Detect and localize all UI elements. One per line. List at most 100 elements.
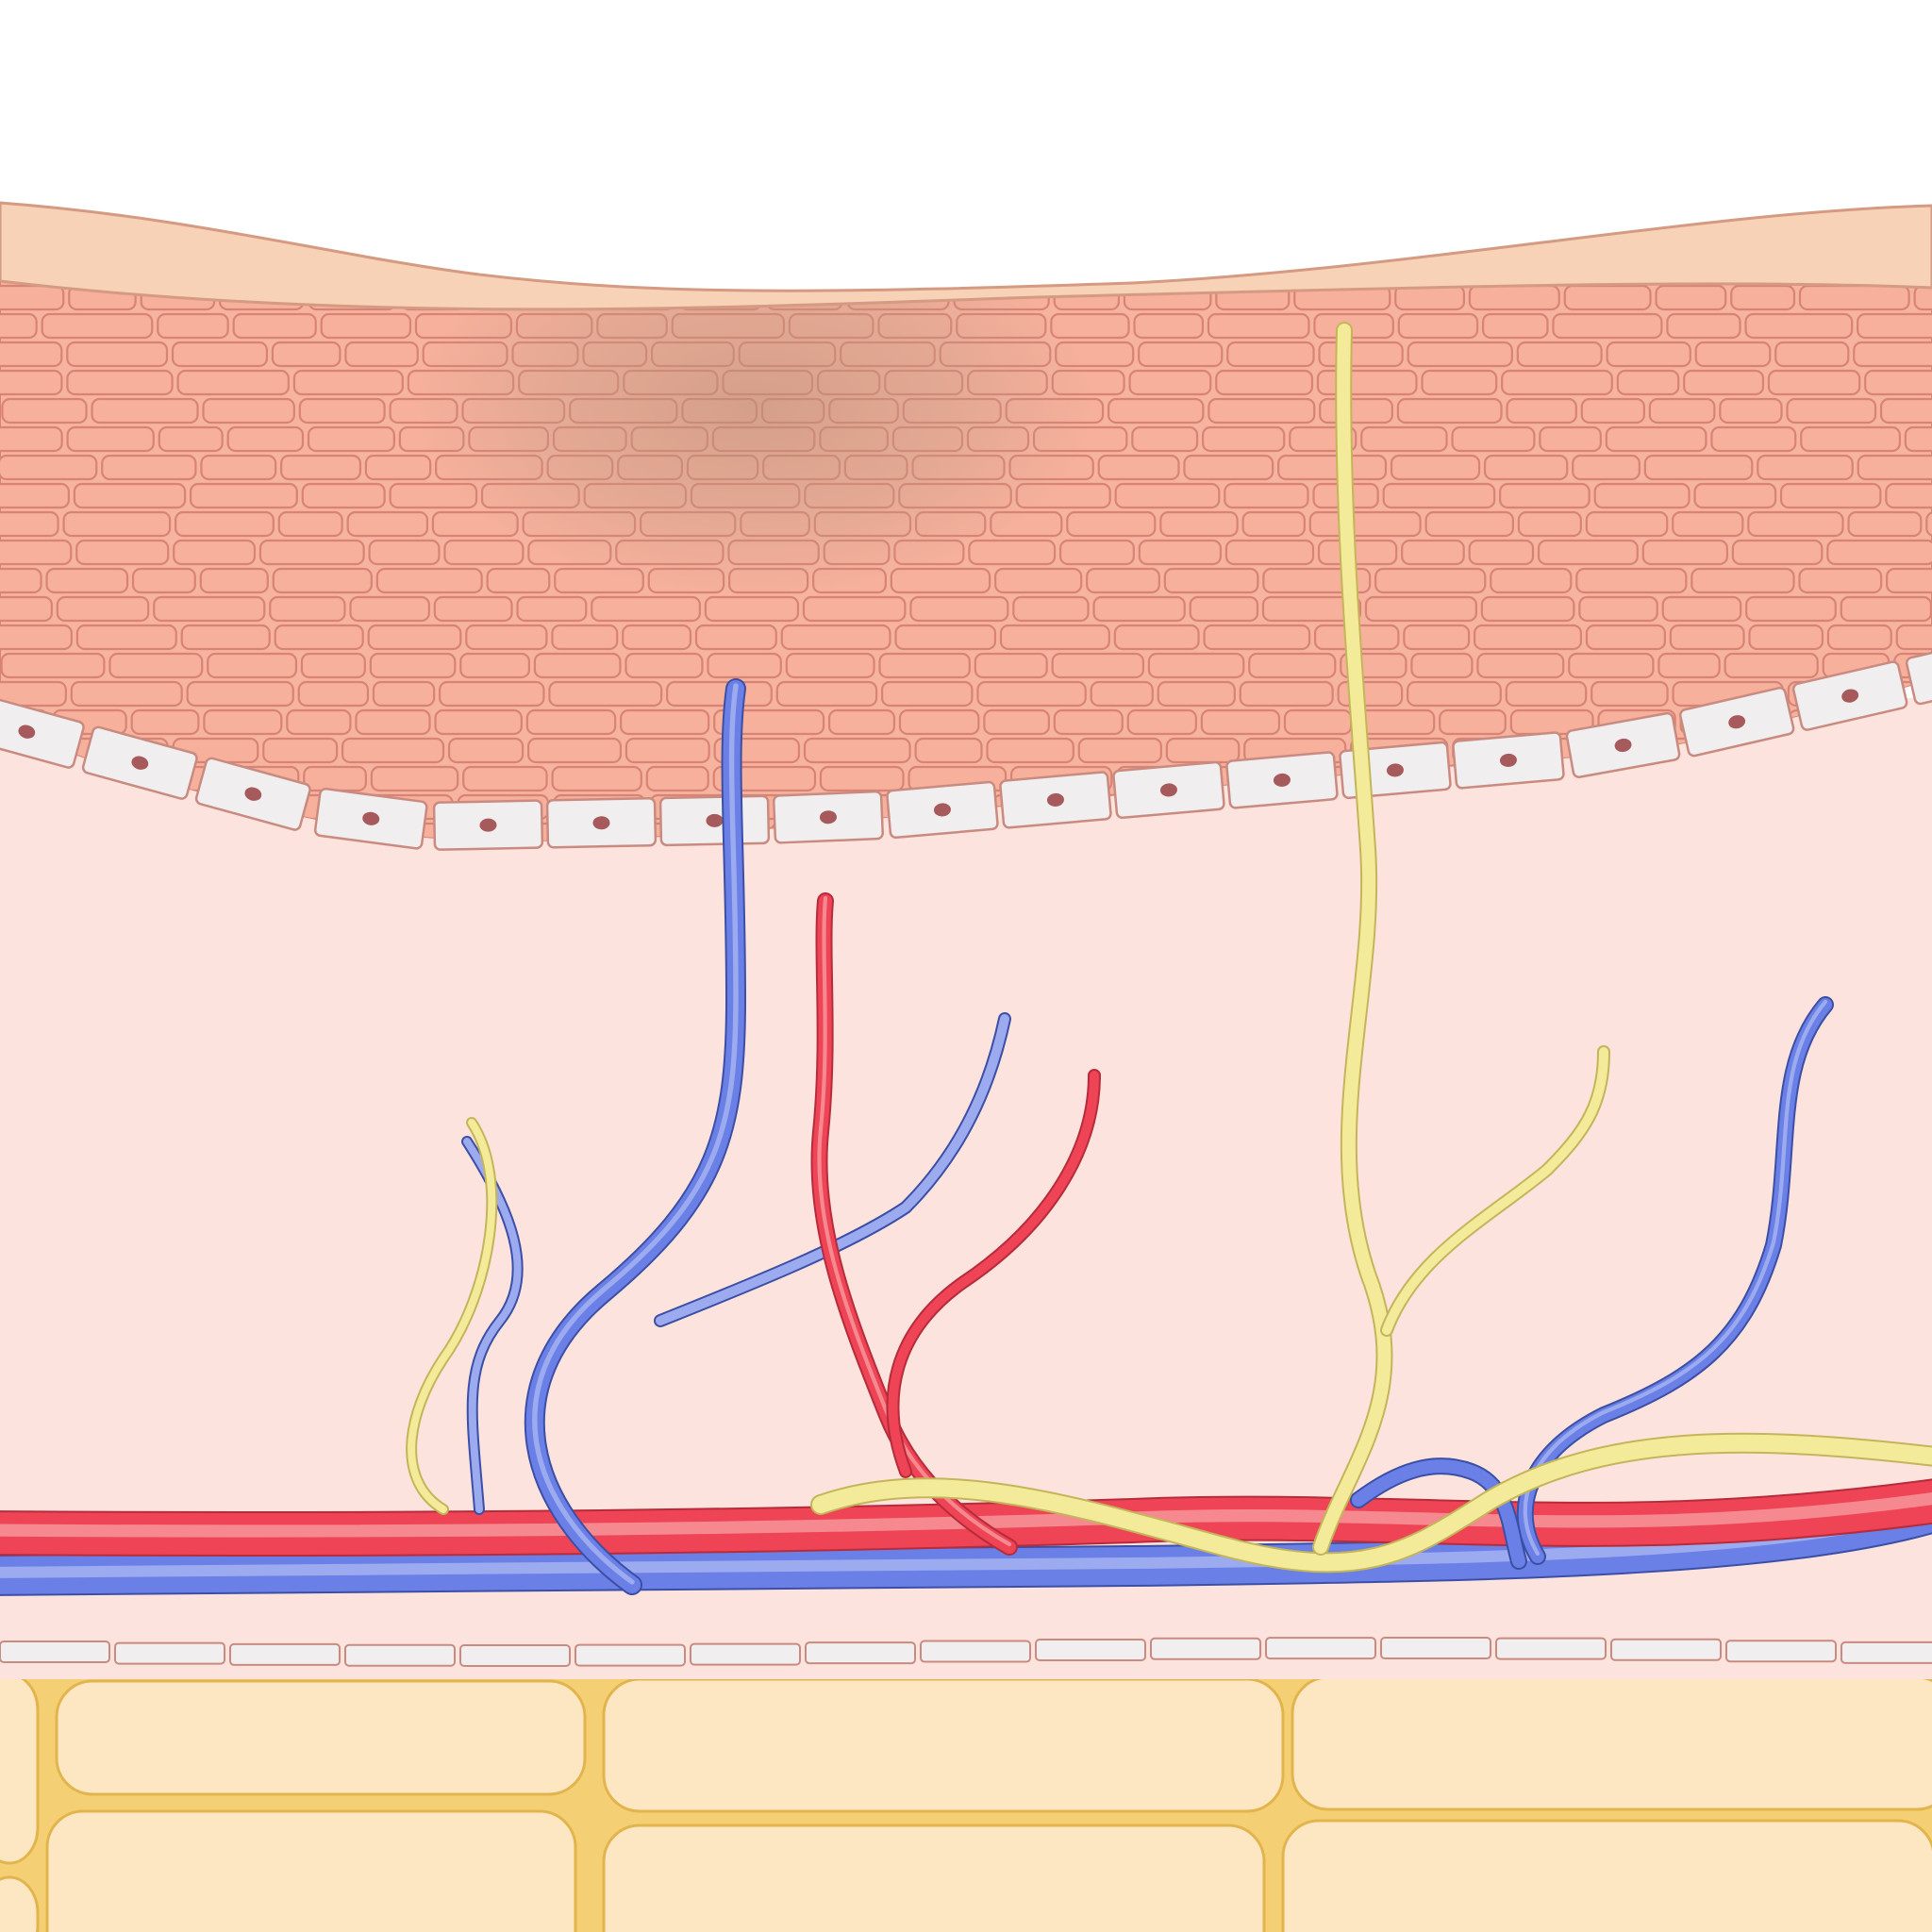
epidermis-cell — [301, 482, 386, 509]
epidermis-cell — [443, 539, 525, 566]
epidermis-cell — [976, 680, 1087, 708]
epidermis-cell — [1694, 341, 1772, 368]
epidermis-cell — [1517, 510, 1582, 538]
epidermis-cell — [1798, 567, 1883, 594]
epidermis-cell — [303, 765, 367, 792]
epidermis-cell — [433, 595, 513, 623]
epidermis-cell — [622, 624, 692, 651]
epidermis-cell — [1506, 397, 1577, 425]
epidermis-cell — [277, 510, 343, 538]
epidermis-cell — [370, 765, 459, 792]
epidermis-cell — [1208, 397, 1316, 425]
epidermis-cell — [75, 624, 177, 651]
epidermis-cell — [320, 312, 412, 340]
epidermis-cell — [131, 567, 196, 594]
epidermis-cell — [355, 708, 431, 736]
epidermis-cell — [1090, 680, 1154, 708]
epidermis-cell — [1925, 510, 1932, 538]
epidermis-cell — [297, 680, 370, 708]
epidermis-cell — [1683, 369, 1765, 396]
fat-cell — [602, 1677, 1285, 1813]
epidermis-cell — [1159, 510, 1239, 538]
epidermis-cell — [1666, 312, 1741, 340]
epidermis-cell — [272, 567, 373, 594]
basal-cell — [886, 780, 999, 840]
epidermis-cell — [1451, 425, 1536, 453]
basal-cell — [1905, 634, 1932, 706]
epidermis-cell — [465, 624, 548, 651]
fat-cell — [45, 1809, 577, 1932]
epidermis-cell — [1616, 369, 1680, 396]
epidermis-cell — [274, 624, 364, 651]
epidermis-cell — [269, 595, 346, 623]
basal-cell — [1565, 711, 1681, 778]
epidermis-cell — [1747, 510, 1844, 538]
epidermis-cell — [1840, 595, 1932, 623]
epidermis-cell — [1641, 539, 1729, 566]
epidermis-cell — [1724, 652, 1819, 679]
epidermis-cell — [898, 708, 980, 736]
epidermis-cell — [1201, 425, 1286, 453]
epidermis-cell — [1316, 369, 1418, 396]
epidermis-cell — [1505, 680, 1588, 708]
epidermis-cell — [1864, 369, 1932, 396]
epidermis-cell — [1133, 312, 1205, 340]
epidermis-cell — [200, 454, 277, 481]
epidermis-cell — [1591, 680, 1669, 708]
epidermis-cell — [1826, 539, 1932, 566]
epidermis-cell — [1183, 454, 1274, 481]
epidermis-cell — [1410, 652, 1474, 679]
epidermis-cell — [1745, 595, 1837, 623]
epidermis-cell — [1390, 454, 1481, 481]
epidermis-cell — [983, 708, 1050, 736]
epidermis-cell — [1126, 708, 1197, 736]
epidermis-cell — [1563, 284, 1652, 311]
epidermis-cell — [286, 708, 352, 736]
epidermis-cell — [1516, 341, 1603, 368]
epidermis-cell — [66, 425, 155, 453]
epidermis-cell — [890, 567, 991, 594]
fat-cell — [1291, 1675, 1932, 1811]
epidermis-cell — [819, 765, 905, 792]
epidermis-cell — [0, 369, 63, 396]
epidermis-cell — [344, 341, 419, 368]
fat-cell — [1281, 1819, 1932, 1932]
epidermis-cell — [1744, 312, 1854, 340]
epidermis-cell — [367, 624, 462, 651]
epidermis-cell — [775, 680, 878, 708]
epidermis-cell — [1147, 652, 1245, 679]
flat-cell — [1840, 1641, 1932, 1664]
epidermis-cell — [439, 680, 545, 708]
epidermis-cell — [1207, 312, 1310, 340]
epidermis-cell — [1585, 510, 1669, 538]
epidermis-cell — [1731, 539, 1824, 566]
epidermis-cell — [1575, 567, 1688, 594]
epidermis-cell — [694, 624, 777, 651]
flat-cell — [1725, 1640, 1837, 1663]
epidermis-cell — [802, 595, 907, 623]
epidermis-cell — [1606, 341, 1691, 368]
epidermis-cell — [153, 595, 266, 623]
epidermis-cell — [1241, 510, 1306, 538]
epidermis-cell — [0, 567, 42, 594]
epidermis-cell — [551, 624, 619, 651]
epidermis-cell — [1779, 482, 1882, 509]
epidermis-cell — [1053, 708, 1124, 736]
epidermis-cell — [1539, 425, 1602, 453]
basal-cell — [999, 771, 1112, 829]
epidermis-cell — [1277, 454, 1388, 481]
fat-cell — [0, 1875, 40, 1932]
epidermis-cell — [645, 765, 709, 792]
epidermis-cell — [1224, 482, 1309, 509]
epidermis-cell — [909, 595, 1009, 623]
epidermis-cell — [0, 595, 53, 623]
epidermis-cell — [1107, 397, 1205, 425]
basal-cell — [545, 796, 658, 849]
epidermis-cell — [1648, 397, 1716, 425]
epidermis-cell — [1857, 312, 1932, 340]
epidermis-cell — [994, 567, 1083, 594]
epidermis-cell — [1424, 510, 1515, 538]
epidermis-cell — [462, 765, 548, 792]
epidermis-cell — [1128, 369, 1212, 396]
